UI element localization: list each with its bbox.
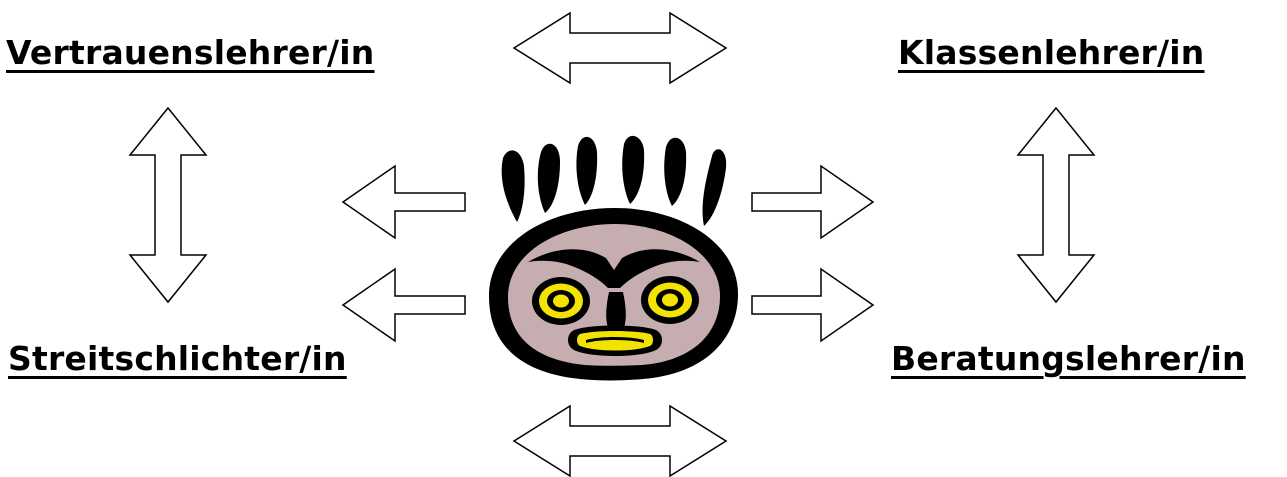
double-arrow-vertical-left-icon [130,108,206,302]
mask-feather-6 [703,149,727,226]
arrow-left-lower-icon [343,269,465,341]
double-arrow-vertical-right-icon [1018,108,1094,302]
arrow-right-lower-icon [752,269,873,341]
mask-feather-4 [622,136,644,204]
mask-nose [606,292,626,328]
double-arrow-horizontal-bottom-icon [514,406,726,476]
mask-feather-5 [664,138,686,206]
mask-right-eye-core [662,294,678,307]
mask-feather-1 [502,150,525,222]
mask-feather-3 [576,137,597,205]
mask-left-eye-core [553,295,569,308]
tribal-mask-face-icon [489,136,738,381]
arrow-right-upper-icon [752,166,873,238]
mask-feather-2 [538,144,560,213]
arrow-left-upper-icon [343,166,465,238]
double-arrow-horizontal-top-icon [514,13,726,83]
